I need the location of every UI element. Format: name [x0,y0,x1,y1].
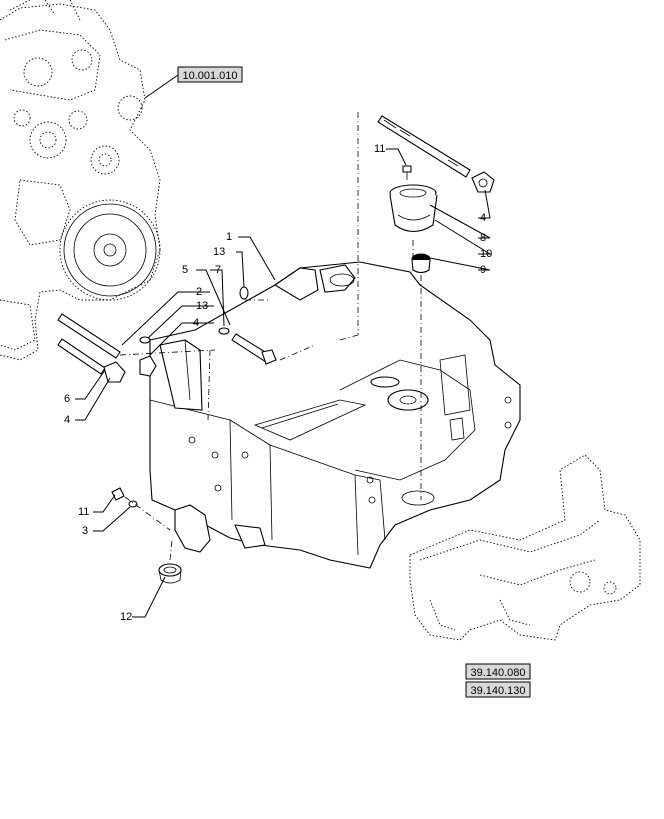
front-support-outline [409,454,641,641]
black-plug [411,253,431,274]
callout-4-right[interactable]: 4 [193,317,199,329]
callout-4-top[interactable]: 4 [480,212,486,224]
support-reference-label-a: 39.140.080 [470,667,525,679]
callout-1[interactable]: 1 [226,231,232,243]
engine-reference-label: 10.001.010 [182,70,237,82]
bushing [389,184,438,233]
callout-10[interactable]: 10 [480,248,492,260]
callout-8[interactable]: 8 [480,232,486,244]
support-reference-label-b: 39.140.130 [470,685,525,697]
callout-9[interactable]: 9 [480,264,486,276]
engine-outline [0,0,161,361]
callout-6[interactable]: 6 [64,393,70,405]
left-bolts [57,286,277,383]
engine-reference-box[interactable]: 10.001.010 [177,66,243,83]
support-reference-box-b[interactable]: 39.140.130 [465,681,531,698]
nut-top [471,171,495,193]
callout-13-top[interactable]: 13 [213,246,225,258]
long-bolt-top [377,115,471,178]
callout-13-middle[interactable]: 13 [196,300,208,312]
seal-ring [158,563,182,584]
callout-4-left[interactable]: 4 [64,414,70,426]
callout-7[interactable]: 7 [215,264,221,276]
screw-top [402,165,412,180]
callout-2[interactable]: 2 [196,286,202,298]
callout-11-top[interactable]: 11 [374,143,385,155]
support-reference-box-a[interactable]: 39.140.080 [465,663,531,680]
callout-5[interactable]: 5 [182,264,188,276]
callout-12[interactable]: 12 [120,611,132,623]
bottom-screw [111,487,138,508]
callout-3[interactable]: 3 [82,525,88,537]
callout-11-bottom[interactable]: 11 [78,506,89,518]
